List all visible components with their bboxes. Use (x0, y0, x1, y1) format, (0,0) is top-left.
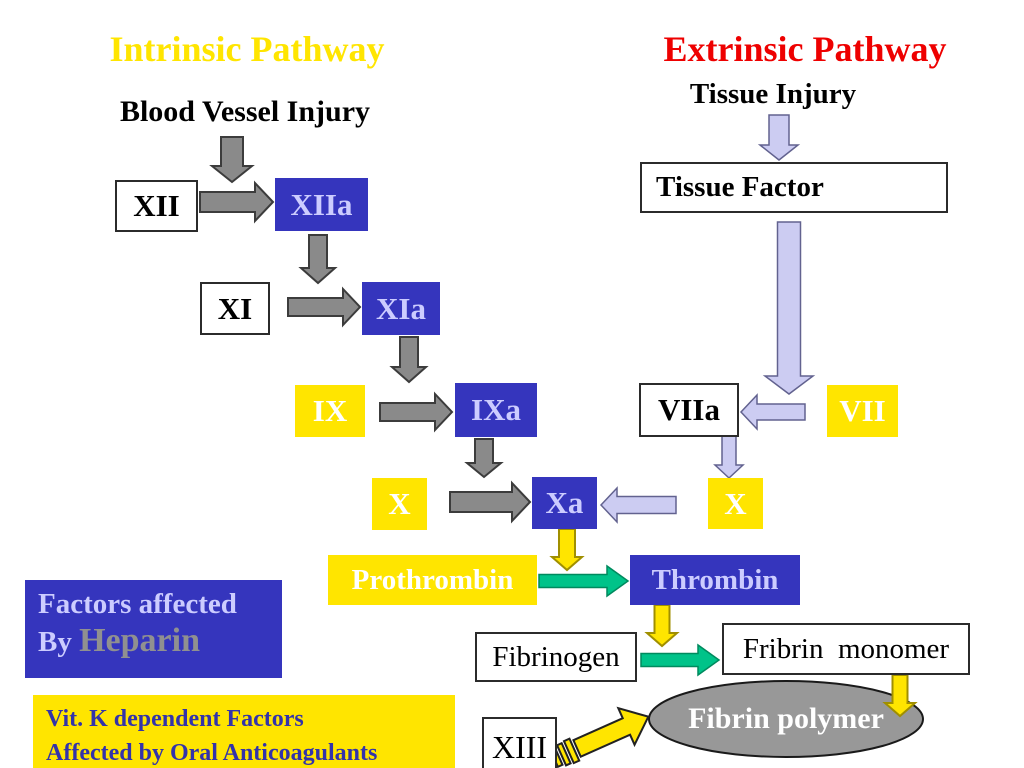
arrow-thrombin-down (644, 604, 680, 648)
factor-x-left-box: X (372, 478, 427, 530)
vitk-note-line2: Affected by Oral Anticoagulants (46, 740, 378, 767)
vitamin-k-factors-note: Vit. K dependent Factors Affected by Ora… (33, 695, 455, 768)
factor-xii-box: XII (115, 180, 198, 232)
heparin-factors-note: Factors affected By Heparin (25, 580, 282, 678)
heparin-note-by: By (38, 626, 80, 659)
fibrinogen-box: Fibrinogen (475, 632, 637, 682)
arrow-ixa-down (464, 438, 504, 479)
arrow-xiii-to-polymer (572, 706, 650, 758)
arrow-xiia-down (298, 234, 338, 285)
thrombin-box: Thrombin (630, 555, 800, 605)
fibrin-polymer-label: Fibrin polymer (688, 702, 884, 735)
xiii-arrow-hatch-2 (555, 741, 572, 767)
factor-xiia-box: XIIa (275, 178, 368, 231)
heparin-note-line1: Factors affected (38, 588, 237, 620)
vitk-note-line1: Vit. K dependent Factors (46, 706, 304, 732)
intrinsic-pathway-title: Intrinsic Pathway (109, 29, 385, 69)
tissue-injury-heading: Tissue Injury (689, 78, 857, 110)
factor-x-right-box: X (708, 478, 763, 529)
factor-ixa-box: IXa (455, 383, 537, 437)
factor-vii-box: VII (827, 385, 898, 437)
factor-xiii-box: XIII (482, 717, 557, 768)
arrow-x-to-xa (449, 480, 532, 524)
arrow-xa-down (549, 528, 585, 572)
arrow-tissue-factor-down (762, 221, 816, 395)
arrow-fibrinogen-to-monomer (640, 643, 721, 677)
factor-xa-box: Xa (532, 477, 597, 529)
fibrin-monomer-box: Fribrin monomer (722, 623, 970, 675)
arrow-vii-to-viia (739, 393, 806, 431)
factor-xia-box: XIa (362, 282, 440, 335)
xiii-arrow-hatch-3 (562, 737, 581, 765)
arrow-tissue-injury-down (757, 114, 801, 161)
factor-viia-box: VIIa (639, 383, 739, 437)
arrow-xi-to-xia (287, 286, 362, 328)
blood-vessel-injury-heading: Blood Vessel Injury (119, 95, 371, 128)
arrow-x-right-to-xa (599, 486, 677, 524)
heparin-note-drug: Heparin (79, 622, 200, 660)
arrow-blood-vessel-injury-down (209, 136, 255, 184)
factor-xi-box: XI (200, 282, 270, 335)
arrow-xii-to-xiia (199, 180, 275, 224)
extrinsic-pathway-title: Extrinsic Pathway (663, 29, 947, 69)
xiii-activation-arrow-group (549, 706, 650, 768)
factor-ix-box: IX (295, 385, 365, 437)
arrow-xia-down (389, 336, 429, 384)
prothrombin-box: Prothrombin (328, 555, 537, 605)
arrow-prothrombin-to-thrombin (538, 564, 630, 598)
tissue-factor-box: Tissue Factor (640, 162, 948, 213)
arrow-ix-to-ixa (379, 391, 454, 433)
heparin-note-line2: By Heparin (38, 621, 282, 660)
fibrin-polymer-ellipse (648, 680, 924, 758)
arrow-viia-down (713, 434, 745, 480)
arrow-monomer-down (882, 674, 918, 718)
